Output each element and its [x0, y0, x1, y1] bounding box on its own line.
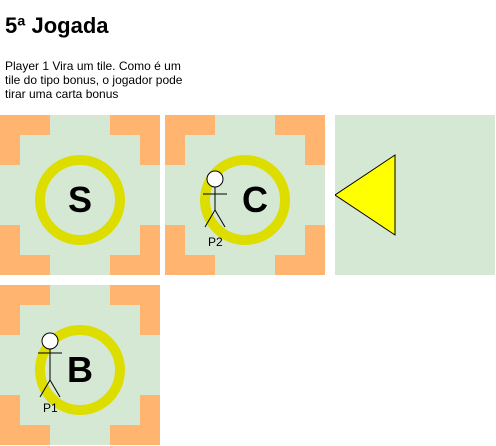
- player-label: P1: [43, 401, 58, 415]
- player-figure-icon: [203, 170, 227, 228]
- tile-letter: S: [67, 179, 92, 220]
- tile-arrow[interactable]: [335, 115, 495, 275]
- player-label: P2: [208, 235, 223, 249]
- corner-block: [165, 115, 215, 165]
- move-description: Player 1 Vira um tile. Como é um tile do…: [5, 59, 183, 101]
- corner-block: [110, 115, 160, 165]
- tile-c[interactable]: C P2: [165, 115, 325, 275]
- tile-background: [0, 115, 160, 275]
- arrow-left-icon: [335, 154, 396, 236]
- tile-letter: B: [67, 349, 93, 390]
- tile-b[interactable]: B P1: [0, 285, 160, 445]
- ring: [35, 155, 125, 245]
- ring: [35, 325, 125, 415]
- corner-block: [110, 285, 160, 335]
- corner-block: [275, 225, 325, 275]
- tile-background: [0, 285, 160, 445]
- corner-block: [0, 115, 50, 165]
- player-figure-icon: [38, 332, 62, 398]
- tile-letter: C: [242, 179, 268, 220]
- corner-block: [110, 395, 160, 445]
- corner-block: [0, 285, 50, 335]
- corner-block: [0, 395, 50, 445]
- tile-background: [165, 115, 325, 275]
- corner-block: [0, 225, 50, 275]
- ring: [200, 155, 290, 245]
- tile-s[interactable]: S: [0, 115, 160, 275]
- corner-block: [110, 225, 160, 275]
- corner-block: [165, 225, 215, 275]
- corner-block: [275, 115, 325, 165]
- tile-background: [335, 115, 495, 275]
- page-title: 5ª Jogada: [5, 13, 109, 38]
